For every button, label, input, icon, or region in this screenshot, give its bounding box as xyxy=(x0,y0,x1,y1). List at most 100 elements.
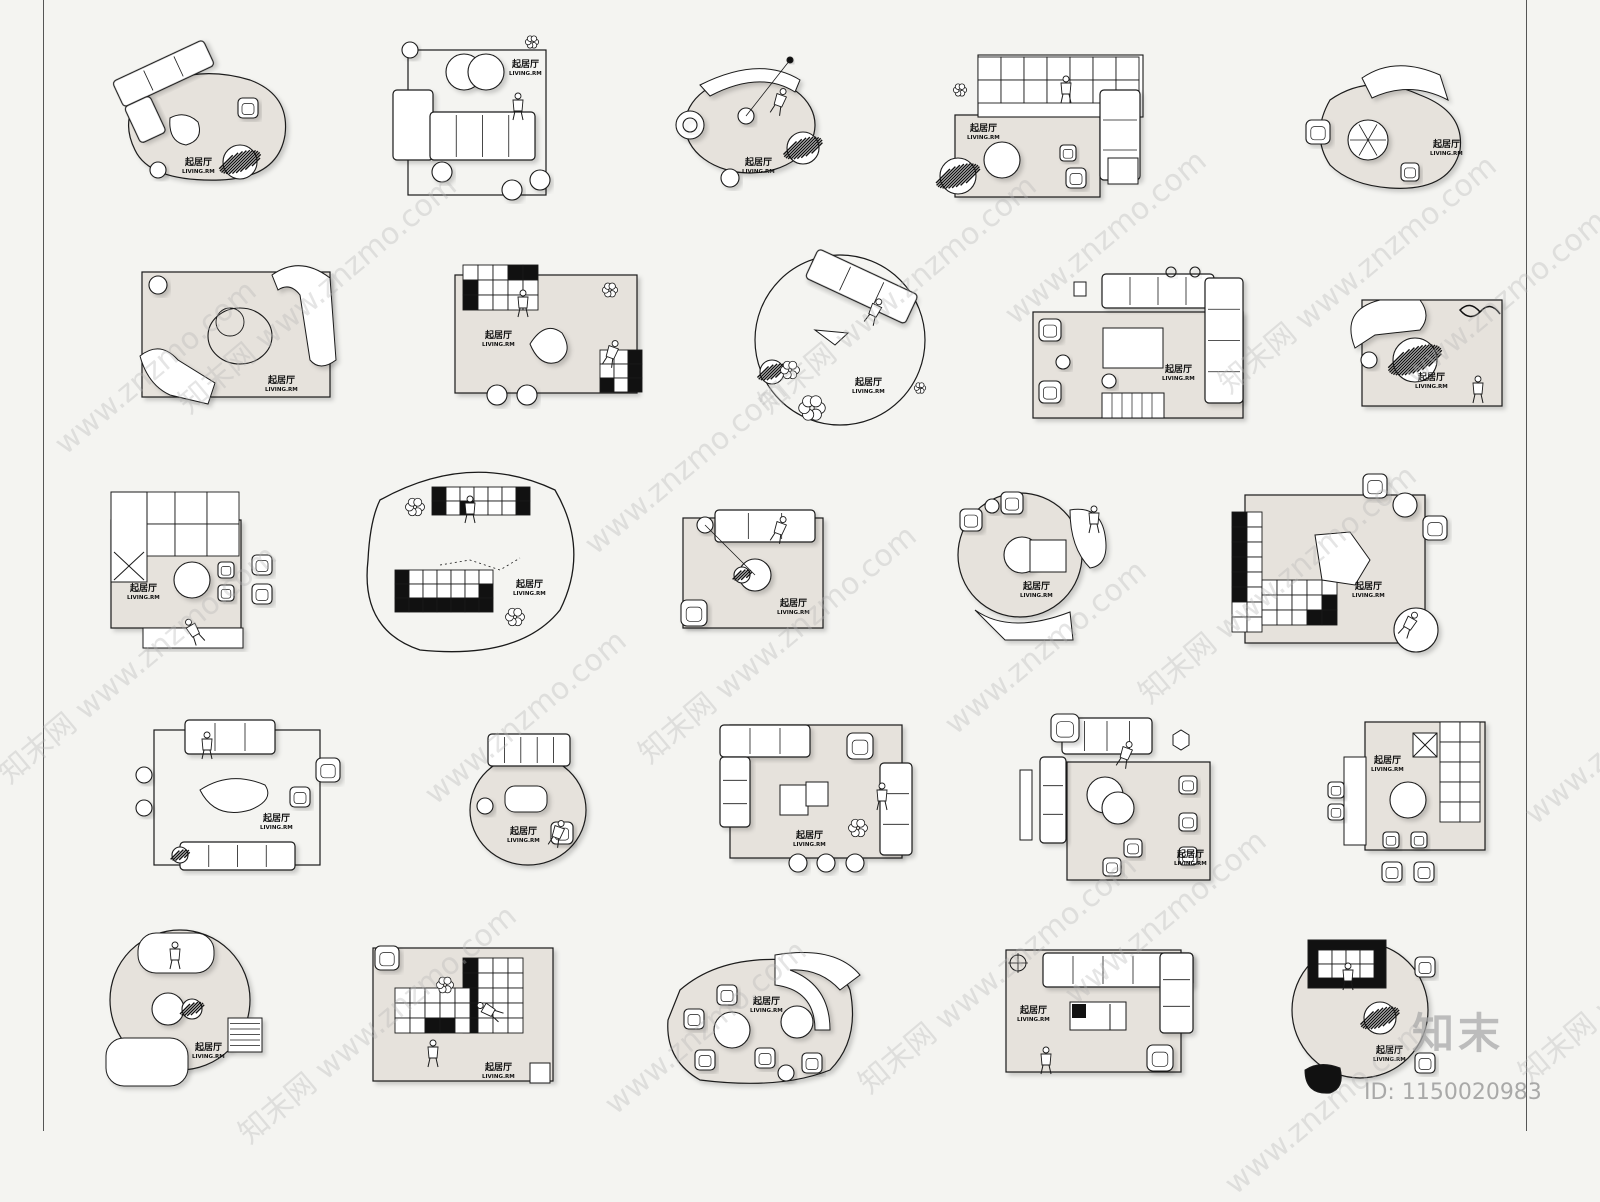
room-label-en: LIVING.RM xyxy=(482,1074,515,1080)
armchair xyxy=(1038,318,1062,342)
sofa-module xyxy=(394,597,410,613)
armchair xyxy=(694,1049,716,1071)
sofa xyxy=(719,724,811,758)
ottoman-outline xyxy=(1363,1001,1397,1035)
sofa-module xyxy=(477,1017,494,1034)
ottoman-stripe xyxy=(756,365,770,379)
modular-sofa xyxy=(1317,949,1375,979)
room-label-en: LIVING.RM xyxy=(1373,1057,1406,1063)
ottoman-stripe xyxy=(763,363,781,381)
sofa-module xyxy=(1000,56,1025,81)
sofa-module xyxy=(422,569,438,585)
armchair-body xyxy=(1038,380,1062,404)
sofa-module xyxy=(613,377,629,393)
person-legs xyxy=(201,749,213,760)
armchair-seat xyxy=(241,103,255,115)
armchair-body xyxy=(289,786,311,808)
side-table-inner xyxy=(682,117,698,133)
armchair xyxy=(716,984,738,1006)
room-label-en: LIVING.RM xyxy=(482,342,515,348)
armchair xyxy=(237,97,259,119)
modular-sofa xyxy=(1261,579,1338,626)
image-id-label: ID: 1150020983 xyxy=(1364,1080,1542,1105)
armchair-body xyxy=(1414,1052,1436,1074)
sofa-module xyxy=(1231,571,1248,588)
person-figure xyxy=(169,941,181,970)
ottoman-stripe xyxy=(740,569,752,581)
armchair-seat xyxy=(964,514,978,528)
sofa-module xyxy=(478,583,494,599)
armchair-body xyxy=(1327,803,1345,821)
person-legs xyxy=(1115,757,1128,769)
person-figure xyxy=(1472,375,1484,404)
sofa-module xyxy=(142,491,176,525)
plant-icon xyxy=(436,976,454,994)
ottoman-stripe xyxy=(235,150,259,174)
armchair-body xyxy=(1413,861,1435,883)
person-legs xyxy=(1088,523,1100,534)
plant-leaf xyxy=(608,282,616,290)
sofa-module xyxy=(613,363,629,379)
armchair-seat xyxy=(1182,780,1194,792)
person-head xyxy=(185,618,192,626)
armchair xyxy=(754,1047,776,1069)
ottoman-stripe xyxy=(785,137,807,159)
sofa-module xyxy=(439,1017,456,1034)
armchair-body xyxy=(1050,713,1080,743)
sofa-module xyxy=(1246,511,1263,528)
armchair-seat xyxy=(758,1053,772,1065)
room-label-cn: 起居厅 xyxy=(129,582,157,594)
sofa-module xyxy=(477,957,494,974)
person-legs xyxy=(769,104,782,116)
sofa-module xyxy=(1439,781,1461,803)
coffee-table-square xyxy=(779,784,809,816)
round-table xyxy=(845,853,865,873)
plant-icon xyxy=(798,395,826,421)
person-figure xyxy=(476,1002,504,1023)
sofa xyxy=(184,719,276,755)
armchair-body xyxy=(716,984,738,1006)
sofa xyxy=(805,249,918,324)
ottoman-stripe xyxy=(228,149,254,175)
person-figure xyxy=(1397,611,1418,639)
ottoman-stripe xyxy=(745,571,753,579)
modular-sofa xyxy=(394,987,471,1034)
armchair xyxy=(1038,380,1062,404)
plant-leaf xyxy=(443,976,452,985)
room-label-cn: 起居厅 xyxy=(744,156,772,168)
ottoman-stripe xyxy=(1367,1006,1391,1030)
curved-sofa xyxy=(1361,65,1449,102)
sofa-module xyxy=(462,264,479,281)
room-label-cn: 起居厅 xyxy=(509,825,537,837)
person-figure xyxy=(547,820,566,848)
sofa xyxy=(719,756,751,828)
armchair-seat xyxy=(1427,522,1443,537)
person-figure xyxy=(512,92,524,121)
person-body xyxy=(517,296,529,309)
armchair-seat xyxy=(851,739,869,755)
sofa-module xyxy=(1291,609,1308,626)
room-label-en: LIVING.RM xyxy=(777,610,810,616)
person-figure xyxy=(769,516,788,544)
coffee-table xyxy=(813,329,850,346)
armchair-seat xyxy=(1413,836,1425,846)
person-legs xyxy=(863,313,876,326)
lamp-cross xyxy=(1008,953,1028,973)
ottoman-stripe xyxy=(1395,344,1427,376)
ottoman-stripe xyxy=(960,166,980,186)
armchair xyxy=(1362,473,1388,499)
ottoman-stripe xyxy=(1428,353,1442,367)
striped-ottoman xyxy=(1359,1001,1400,1035)
room-label-cn: 起居厅 xyxy=(779,597,807,609)
striped-ottoman xyxy=(782,131,823,165)
armchair-body xyxy=(237,97,259,119)
